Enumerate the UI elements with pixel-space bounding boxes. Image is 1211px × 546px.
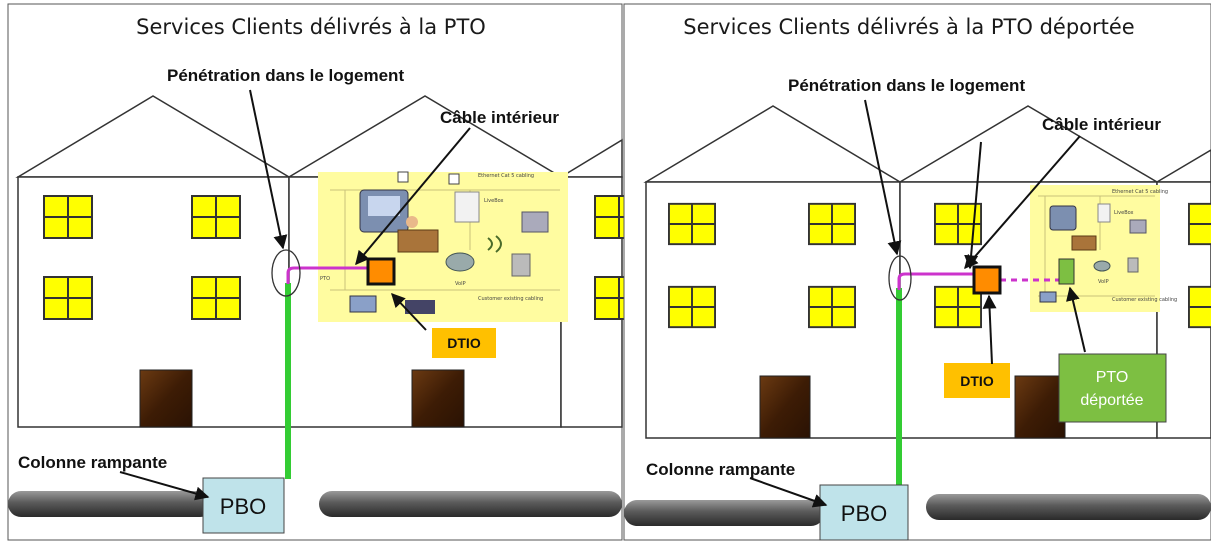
dtio-label: DTIO <box>447 335 481 351</box>
right-pipe-segment <box>926 494 1211 520</box>
dtio-tag <box>944 363 1010 398</box>
cable-label: Câble intérieur <box>440 108 559 127</box>
window <box>191 195 241 239</box>
penetration-label: Pénétration dans le logement <box>788 76 1025 95</box>
pto-deportee-tag <box>1058 353 1167 423</box>
arrow <box>249 89 288 250</box>
inset-label: LiveBox <box>1114 210 1134 216</box>
livebox-icon <box>1097 203 1111 223</box>
pto-box <box>1058 258 1075 285</box>
laptop-icon <box>1039 291 1057 303</box>
dtio-box <box>972 265 1002 295</box>
arrow <box>355 127 471 266</box>
left-equipment-inset: Ethernet Cat 5 cabling LiveBox VoIP Cust… <box>318 171 568 322</box>
pbo-label: PBO <box>841 501 887 526</box>
right-pipe-segment <box>319 491 622 517</box>
cable-label: Câble intérieur <box>1042 115 1161 134</box>
right-panel: Services Clients délivrés à la PTO dépor… <box>623 3 1211 541</box>
penetration-circle <box>271 249 301 297</box>
inset-label: VoIP <box>455 281 466 287</box>
right-equipment-inset: Ethernet Cat 5 cabling LiveBox VoIP Cust… <box>1030 185 1177 312</box>
phone-icon <box>445 252 475 272</box>
arrow <box>864 99 902 256</box>
arrow <box>749 477 828 508</box>
penetration-label: Pénétration dans le logement <box>167 66 404 85</box>
penetration-circle <box>888 255 912 301</box>
pbo-box <box>202 477 285 534</box>
speaker-icon <box>511 253 531 277</box>
computer-icon <box>521 211 549 233</box>
left-pipe-segment <box>624 500 824 526</box>
router-icon <box>405 300 435 314</box>
arrow <box>391 292 427 331</box>
inset-label: Customer existing cabling <box>478 296 543 302</box>
speaker-icon <box>1127 257 1139 273</box>
colonne-label: Colonne rampante <box>646 460 795 479</box>
door <box>139 369 193 428</box>
window <box>808 202 856 246</box>
door <box>1014 375 1066 439</box>
inset-label: PTO <box>320 276 330 282</box>
pbo-label: PBO <box>220 494 266 519</box>
indoor-cable <box>897 272 974 290</box>
dtio-tag <box>432 328 496 358</box>
door <box>759 375 811 439</box>
wifi-icon <box>487 235 502 253</box>
inset-label: VoIP <box>1098 279 1109 285</box>
inset-label: LiveBox <box>484 198 504 204</box>
window <box>1188 285 1211 329</box>
desk-icon <box>1071 235 1097 251</box>
left-panel: Services Clients délivrés à la PTO <box>7 3 644 541</box>
left-title: Services Clients délivrés à la PTO <box>136 15 486 39</box>
livebox-icon <box>454 191 480 223</box>
pto-label-line1: PTO <box>1096 369 1129 386</box>
desk-icon <box>397 229 439 253</box>
window <box>1188 202 1211 246</box>
person-icon <box>406 216 418 228</box>
window <box>43 195 93 239</box>
left-pipe-segment <box>8 491 213 517</box>
indoor-cable <box>286 266 368 284</box>
inset-label: Ethernet Cat 5 cabling <box>478 173 534 179</box>
window <box>668 285 716 329</box>
computer-icon <box>1129 219 1147 234</box>
colonne-label: Colonne rampante <box>18 453 167 472</box>
inset-label: Ethernet Cat 5 cabling <box>1112 189 1168 195</box>
window <box>808 285 856 329</box>
arrow <box>119 471 210 501</box>
modem-icon <box>1049 205 1077 231</box>
inset-label: Customer existing cabling <box>1112 297 1177 303</box>
arrow <box>964 135 1081 270</box>
window <box>191 276 241 320</box>
right-title: Services Clients délivrés à la PTO dépor… <box>683 15 1134 39</box>
dtio-box <box>366 257 396 286</box>
laptop-icon <box>349 295 377 313</box>
dtio-label: DTIO <box>960 373 994 389</box>
door <box>411 369 465 428</box>
window <box>668 202 716 246</box>
pto-label-line2: déportée <box>1080 392 1143 409</box>
phone-icon <box>1093 260 1111 272</box>
arrow <box>1066 286 1086 353</box>
window <box>43 276 93 320</box>
pbo-box <box>819 484 909 541</box>
arrow <box>964 141 982 270</box>
arrow <box>982 294 997 365</box>
